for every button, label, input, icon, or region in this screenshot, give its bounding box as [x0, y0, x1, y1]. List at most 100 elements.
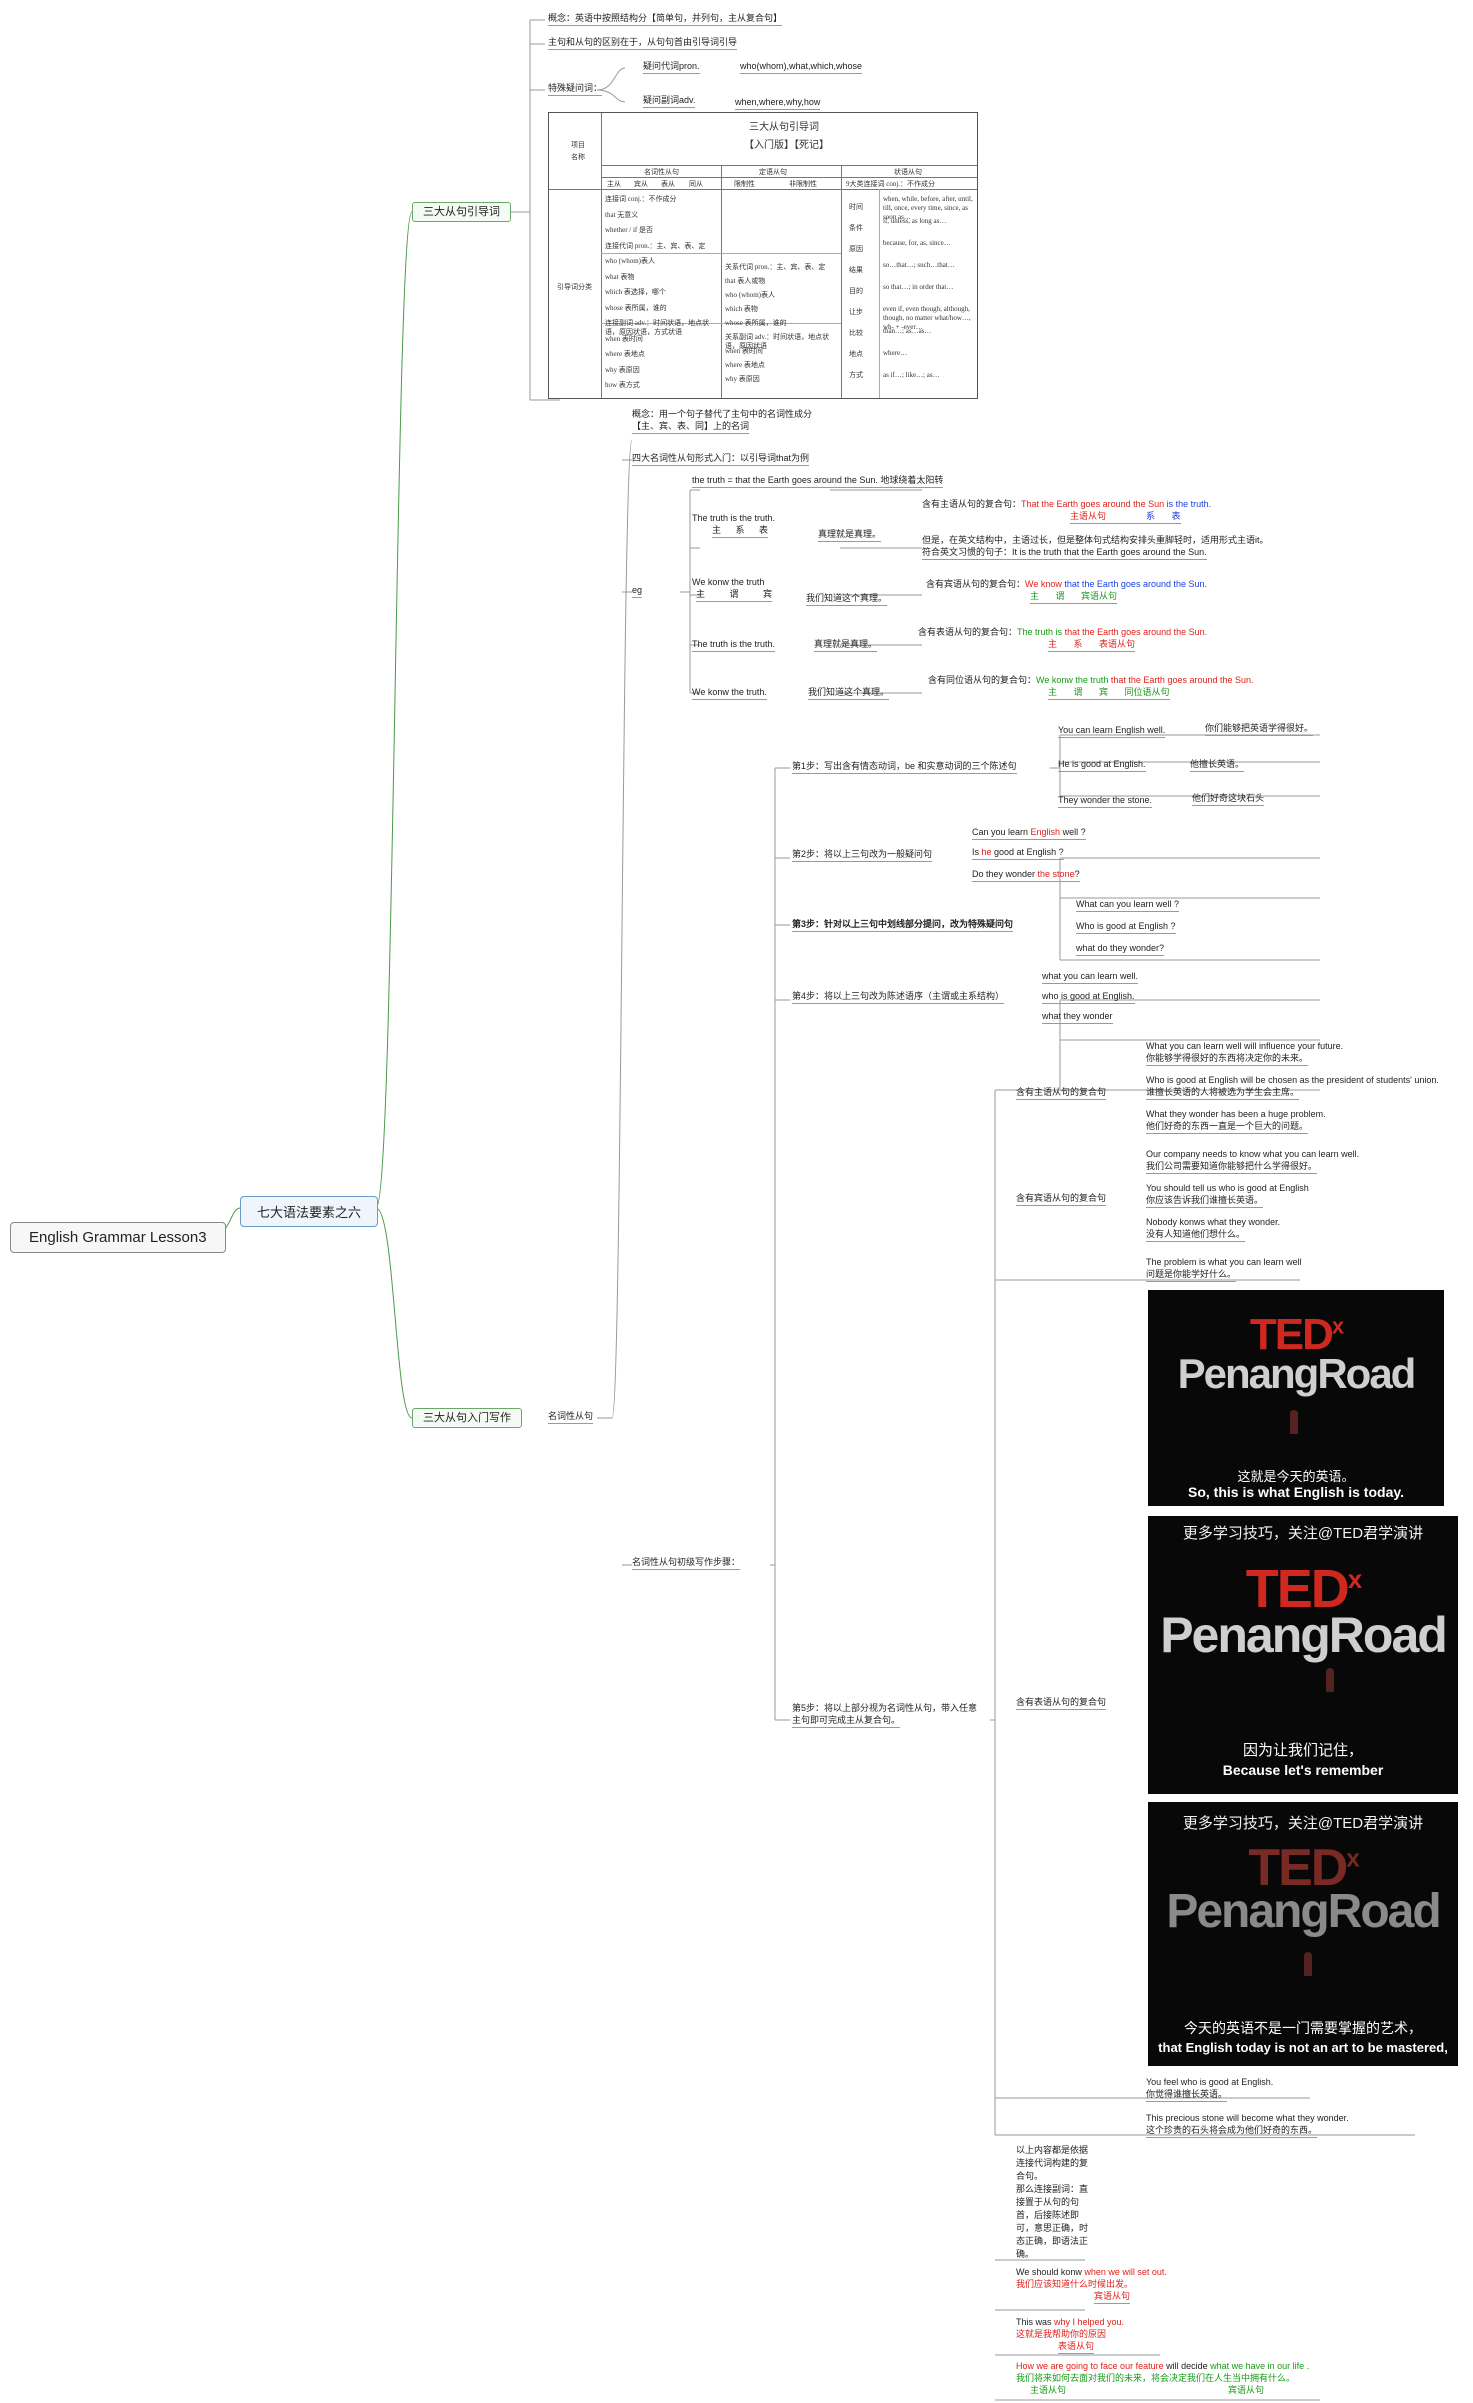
s2-answer-tags: 主 谓 宾语从句 [1030, 590, 1118, 604]
step-5-line-1: 第5步：将以上部分视为名词性从句，带入任意 [792, 1703, 978, 1713]
step-1-item-cn: 他们好奇这块石头 [1192, 792, 1265, 806]
subject-clause-cn: 你能够学得很好的东西将决定你的未来。 [1146, 1052, 1309, 1066]
s3-answer-tags: 主 系 表语从句 [1048, 638, 1136, 652]
noun-concept-1: 概念：用一个句子替代了主句中的名词性成分 [632, 409, 813, 419]
step-1-item-en: He is good at English. [1058, 758, 1146, 772]
s1-answer-tags: 主语从句 系 表 [1070, 510, 1181, 524]
conjunction-table-image: 三大从句引导词 【入门版】【死记】 项目 名称 名词性从句 定语从句 状语从句 … [548, 112, 978, 399]
table-advb-type: 目的 [849, 287, 863, 295]
s1-note-1: 但是，在英文结构中，主语过长，但是整体句式结构安排头重脚轻时，适用形式主语it。 [922, 535, 1269, 545]
ted-logo: TEDx [1248, 1839, 1359, 1897]
ted-logo: TEDx [1249, 1310, 1344, 1359]
table-advb-type: 方式 [849, 371, 863, 379]
frame-2-caption-en: Because let's remember [1222, 1762, 1384, 1778]
summary-line: 那么连接副词：直 [1016, 2184, 1089, 2194]
table-noun-sub: 表从 [661, 180, 675, 188]
table-cell: 关系代词 pron.：主、宾、表、定 [725, 263, 826, 271]
subject-clause-en: What you can learn well will influence y… [1146, 1041, 1344, 1051]
speaker-figure [1290, 1410, 1298, 1434]
step-4-item: what they wonder [1042, 1010, 1113, 1024]
eg-label: eg [632, 584, 643, 598]
table-advb-type: 地点 [849, 350, 863, 358]
special-question-words: 特殊疑问词： [548, 82, 603, 96]
step-3: 第3步：针对以上三句中划线部分提问，改为特殊疑问句 [792, 918, 1014, 932]
step-3-item: What can you learn well ? [1076, 898, 1180, 912]
s2-cn: 我们知道这个真理。 [806, 592, 888, 606]
s1-sentence: The truth is the truth. [692, 513, 776, 523]
summary-line: 以上内容都是依据 [1016, 2145, 1089, 2155]
object-clause-cn: 你应该告诉我们谁擅长英语。 [1146, 1194, 1264, 1208]
table-cell: who (whom)表人 [605, 257, 655, 265]
s2-sentence: We konw the truth [692, 577, 765, 587]
table-name-label: 名称 [571, 153, 585, 161]
promo-text: 更多学习技巧，关注@TED君学演讲 [1182, 1525, 1424, 1542]
table-cell: 连接代词 pron.：主、宾、表、定 [605, 241, 706, 250]
table-advb-type: 条件 [849, 224, 863, 232]
object-clause-en: Our company needs to know what you can l… [1146, 1149, 1360, 1159]
ted-logo-subtitle: PenangRoad [1166, 1885, 1441, 1938]
ted-video-frame-2: 更多学习技巧，关注@TED君学演讲 TEDx PenangRoad 因为让我们记… [1148, 1516, 1458, 1794]
table-cell: whose 表所属，谁的 [605, 303, 667, 312]
table-attr-sub: 限制性 [734, 180, 755, 188]
promo-text: 更多学习技巧，关注@TED君学演讲 [1182, 1815, 1424, 1832]
s4-sentence: We konw the truth. [692, 686, 767, 700]
s3-answer: 含有表语从句的复合句：The truth is that the Earth g… [918, 627, 1208, 637]
step-1-item-en: You can learn English well. [1058, 724, 1166, 738]
table-noun-sub: 同从 [689, 180, 703, 188]
subject-clause-en: Who is good at English will be chosen as… [1146, 1075, 1439, 1085]
table-row-label: 引导词分类 [557, 283, 592, 291]
subject-clause-cn: 谁擅长英语的人将被选为学生会主席。 [1146, 1086, 1300, 1100]
example-1: We should konw when we will set out. [1016, 2267, 1167, 2277]
table-cell: who (whom)表人 [725, 291, 775, 299]
frame-2-caption-cn: 因为让我们记住， [1242, 1742, 1363, 1759]
table-cell: that 无意义 [605, 210, 639, 219]
step-3-item: Who is good at English ? [1076, 920, 1176, 934]
example-2: This was why I helped you. [1016, 2317, 1125, 2327]
example-3: How we are going to face our feature wil… [1016, 2361, 1310, 2371]
object-clause-cn: 没有人知道他们想什么。 [1146, 1228, 1246, 1242]
interrogative-adverb-words: when,where,why,how [735, 96, 821, 110]
ted-video-frame-3: 更多学习技巧，关注@TED君学演讲 TEDx PenangRoad 今天的英语不… [1148, 1802, 1458, 2066]
table-title: 三大从句引导词 [749, 122, 819, 133]
summary-line: 态正确，即语法正 [1016, 2236, 1089, 2246]
table-cell: how 表方式 [605, 381, 640, 389]
table-noun-sub: 主从 [607, 180, 621, 188]
summary-line: 可，意思正确，时 [1016, 2223, 1089, 2233]
main-topic-node[interactable]: 七大语法要素之六 [240, 1196, 379, 1227]
step-2-item: Can you learn English well ? [972, 826, 1086, 840]
subject-clause-cn: 他们好奇的东西一直是一个巨大的问题。 [1146, 1120, 1309, 1134]
example-3-cn: 我们将来如何去面对我们的未来，将会决定我们在人生当中拥有什么。 [1016, 2373, 1296, 2383]
object-clause-en: Nobody konws what they wonder. [1146, 1217, 1281, 1227]
s1-answer: 含有主语从句的复合句：That the Earth goes around th… [922, 499, 1212, 509]
table-cell: 关系副词 adv.：时间状语，地点状语，原因状语 [725, 333, 830, 350]
predicative-clause-en: You feel who is good at English. [1146, 2077, 1274, 2087]
predicative-clause-en: This precious stone will become what the… [1146, 2113, 1349, 2123]
s4-answer-tags: 主 谓 宾 同位语从句 [1048, 686, 1170, 700]
steps-label: 名词性从句初级写作步骤： [632, 1556, 741, 1570]
table-cell: 连接词 conj.：不作成分 [605, 195, 677, 203]
branch-node-writing[interactable]: 三大从句入门写作 [412, 1408, 522, 1428]
object-clause-cn: 我们公司需要知道你能够把什么学得很好。 [1146, 1160, 1318, 1174]
table-cell: which 表选择，哪个 [605, 288, 666, 296]
root-node[interactable]: English Grammar Lesson3 [10, 1222, 226, 1253]
s1-note-2: 符合英文习惯的句子：It is the truth that the Earth… [922, 546, 1207, 560]
predicative-clause-cn: 你觉得谁擅长英语。 [1146, 2088, 1228, 2102]
table-advb-type: 时间 [849, 203, 863, 211]
table-advb-type: 让步 [849, 308, 863, 316]
step-5-line-2: 主句即可完成主从复合句。 [792, 1714, 901, 1728]
branch-node-conjunctions[interactable]: 三大从句引导词 [412, 202, 511, 222]
table-cell: where 表地点 [725, 361, 765, 369]
interrogative-pronoun-words: who(whom),what,which,whose [740, 60, 863, 74]
predicative-clause-en: The problem is what you can learn well [1146, 1257, 1302, 1267]
predicative-clause-label: 含有表语从句的复合句 [1016, 1696, 1107, 1710]
table-cell: why 表原因 [725, 375, 760, 383]
table-item-label: 项目 [571, 141, 585, 149]
example-1-tag: 宾语从句 [1094, 2290, 1131, 2304]
table-advb-sub: 9大类连接词 conj.：不作成分 [846, 180, 936, 188]
frame-1-caption-en: So, this is what English is today. [1188, 1484, 1404, 1500]
summary-line: 接置于从句的句 [1016, 2197, 1080, 2207]
object-clause-label: 含有宾语从句的复合句 [1016, 1192, 1107, 1206]
table-cell: 连接副词 adv.：时间状语，地点状语，原因状语，方式状语 [605, 319, 710, 336]
ted-logo-subtitle: PenangRoad [1177, 1350, 1417, 1397]
step-3-item: what do they wonder? [1076, 942, 1165, 956]
